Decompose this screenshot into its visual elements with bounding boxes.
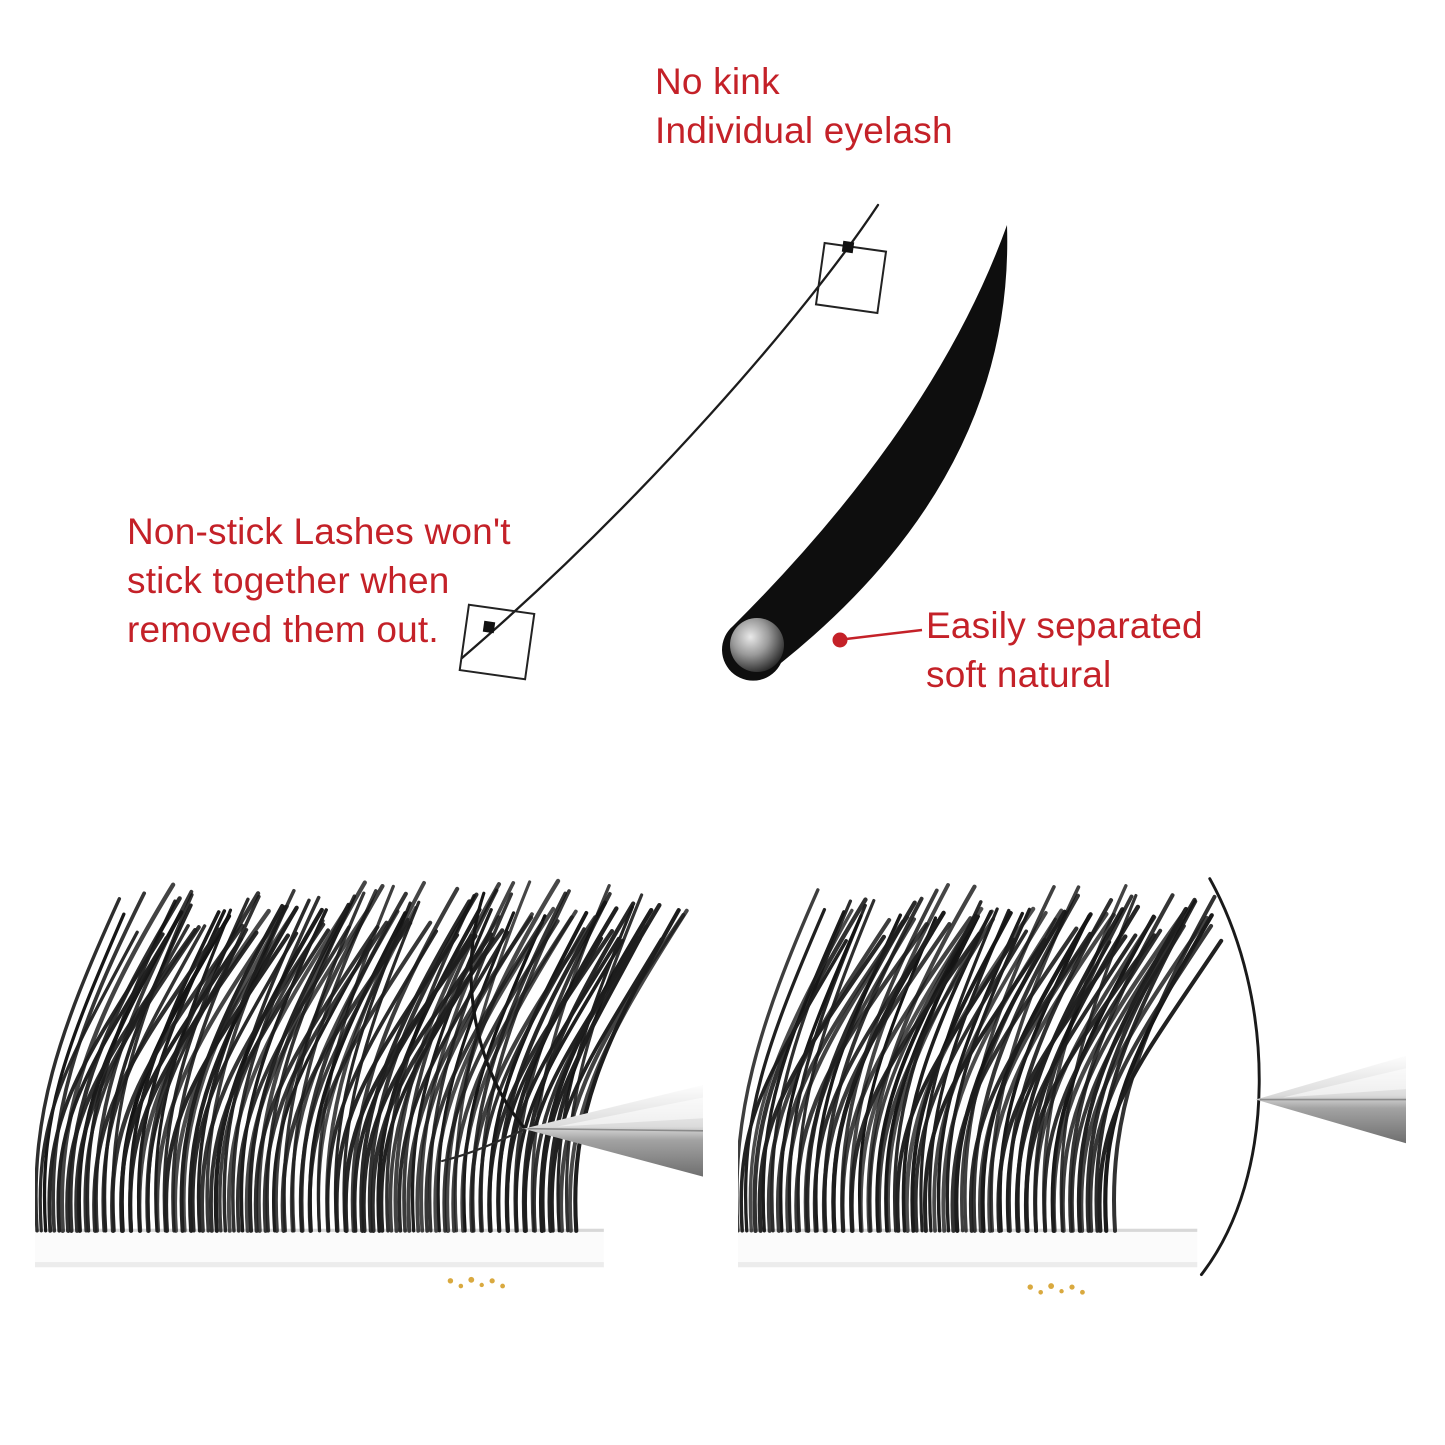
callout-leader-line (845, 628, 923, 641)
non-stick-line2: stick together when (127, 559, 450, 601)
easily-separated-label: Easily separated soft natural (926, 602, 1203, 700)
tweezers-seam (527, 1127, 703, 1132)
non-stick-line3: removed them out. (127, 608, 439, 650)
no-kink-line2: Individual eyelash (655, 109, 953, 151)
lash-fan-layer-b (739, 906, 1224, 1234)
thin-lash-curve (460, 203, 880, 660)
pulled-lash-lower (441, 1128, 525, 1163)
lash-feature-illustration (458, 203, 1008, 681)
non-stick-line1: Non-stick Lashes won't (127, 511, 511, 552)
non-stick-label: Non-stick Lashes won't stick together wh… (127, 508, 511, 654)
lash-tray-photo-right (738, 862, 1406, 1310)
lash-tip-marker-bottom (482, 620, 496, 634)
tweezers-highlight (1282, 1068, 1406, 1098)
lash-tray-photo-left-art (35, 878, 703, 1289)
lash-tray-photo-right-art (738, 877, 1406, 1295)
lash-tip-marker-top (841, 240, 855, 254)
tweezers-highlight (556, 1097, 703, 1127)
lash-tape-strip (738, 1228, 1198, 1265)
no-kink-label: No kink Individual eyelash (655, 58, 953, 156)
magnifier-frame-bottom (458, 603, 536, 681)
glitter-strip (1027, 1283, 1085, 1295)
no-kink-line1: No kink (655, 61, 780, 102)
magnifier-frame-top (814, 241, 888, 315)
tape-shadow (35, 1262, 604, 1268)
lash-tape-strip (35, 1228, 604, 1265)
easily-separated-line1: Easily separated (926, 605, 1203, 646)
lash-tray-photo-left (35, 862, 703, 1310)
tape-shadow (738, 1262, 1198, 1268)
lash-base-shading (730, 618, 784, 672)
glitter-strip (447, 1276, 506, 1289)
pulled-lash (469, 891, 526, 1129)
thick-lash-shape (722, 225, 1008, 681)
callout-dot (832, 632, 848, 648)
easily-separated-line2: soft natural (926, 653, 1112, 695)
lash-fan-layer-b (38, 904, 689, 1234)
separated-lash (1199, 877, 1261, 1277)
